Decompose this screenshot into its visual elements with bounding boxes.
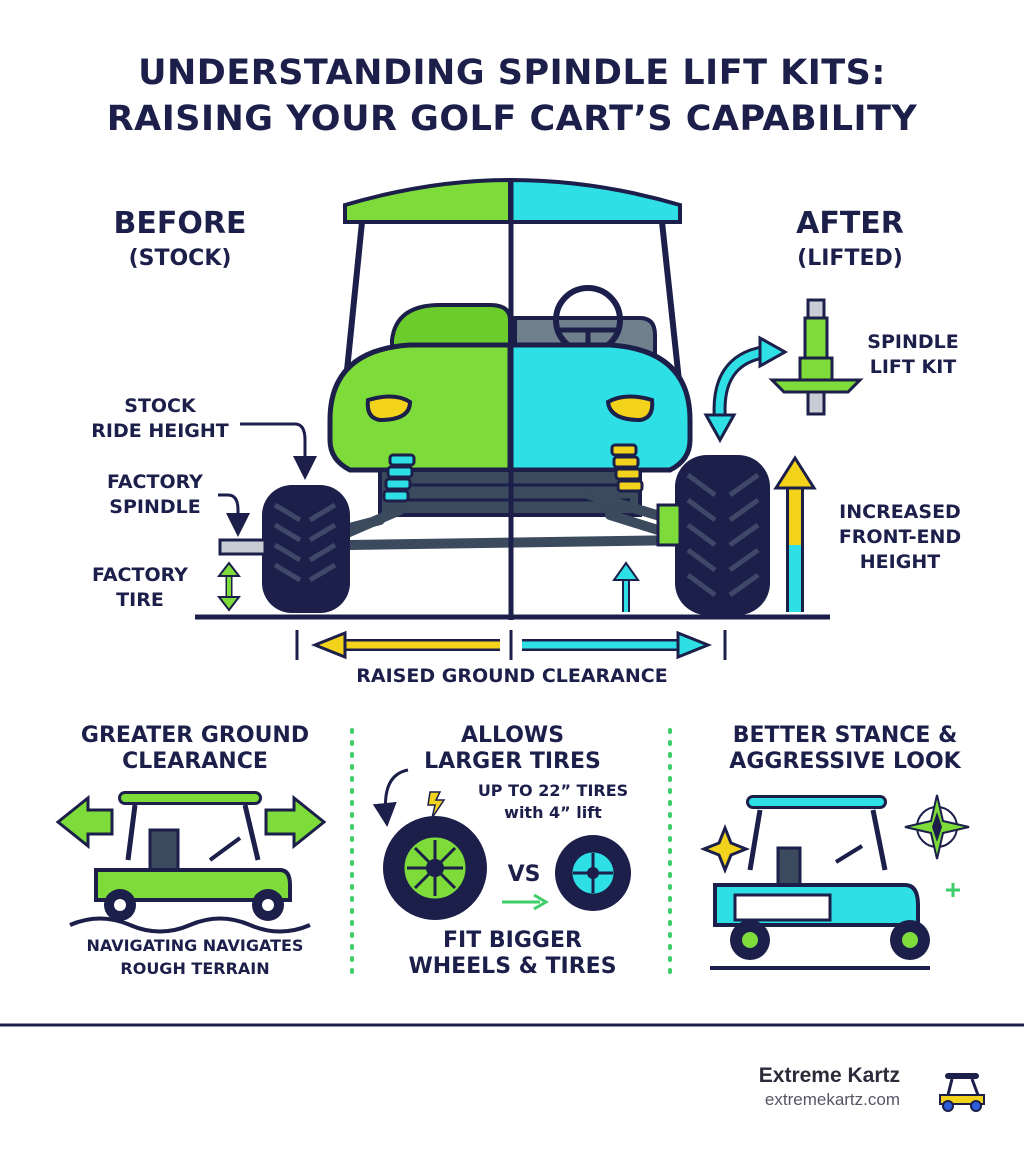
small-tire-icon (555, 835, 631, 911)
factory-spindle-label-1: FACTORY (107, 471, 203, 493)
increased-height-label-1: INCREASED (839, 501, 961, 523)
green-right-arrow-icon (502, 893, 549, 911)
page-title-line-1: UNDERSTANDING SPINDLE LIFT KITS: (138, 53, 886, 93)
spindle-lift-kit-label-2: LIFT KIT (869, 356, 957, 378)
page-title-line-2: RAISING YOUR GOLF CART’S CAPABILITY (106, 99, 918, 139)
factory-tire-height-arrow (216, 561, 242, 612)
after-subheading: (LIFTED) (797, 246, 903, 271)
left-arrow-icon (55, 794, 114, 850)
after-heading: AFTER (796, 206, 904, 241)
vs-label: VS (507, 862, 541, 887)
before-heading: BEFORE (113, 206, 247, 241)
stock-ride-height-label-2: RIDE HEIGHT (91, 420, 229, 442)
plus-icon (946, 883, 960, 897)
yellow-bolt-icon (427, 791, 446, 819)
benefit-1-caption-line-1: NAVIGATING NAVIGATES (86, 936, 304, 955)
cyan-cart-icon (710, 795, 930, 970)
before-subheading: (STOCK) (128, 246, 232, 271)
hero-cart (218, 177, 770, 615)
green-cart-icon (69, 791, 311, 934)
benefit-1-title-line-2: CLEARANCE (122, 749, 268, 774)
clearance-up-arrow (612, 561, 640, 612)
factory-tire-label-2: TIRE (116, 589, 164, 611)
stock-ride-height-label-1: STOCK (124, 395, 196, 417)
increased-height-arrow (773, 455, 817, 612)
benefit-2-title-line-1: ALLOWS (460, 723, 565, 748)
benefit-1-title-line-1: GREATER GROUND (80, 723, 310, 748)
footer-url[interactable]: extremekartz.com (764, 1090, 900, 1109)
factory-tire-label-1: FACTORY (92, 564, 188, 586)
larger-tires-pointer (372, 768, 409, 827)
benefit-2-note-line-1: UP TO 22” TIRES (477, 781, 629, 800)
increased-height-label-2: FRONT-END (838, 526, 962, 548)
spindle-lift-kit-icon (768, 298, 864, 416)
benefit-2-caption-line-2: WHEELS & TIRES (408, 954, 617, 979)
footer-brand: Extreme Kartz (758, 1064, 900, 1087)
benefit-2-caption-line-1: FIT BIGGER (443, 928, 582, 953)
compass-star-icon (904, 794, 970, 860)
sparkle-icon (699, 823, 751, 875)
right-arrow-icon (264, 794, 327, 850)
factory-spindle-label-2: SPINDLE (109, 496, 201, 518)
extreme-kartz-logo (939, 1073, 985, 1112)
benefit-3-title-line-2: AGGRESSIVE LOOK (729, 749, 961, 774)
page-title: UNDERSTANDING SPINDLE LIFT KITS: RAISING… (0, 50, 1024, 142)
raised-clearance-label: RAISED GROUND CLEARANCE (356, 665, 668, 687)
increased-height-label-3: HEIGHT (859, 551, 941, 573)
large-tire-icon (383, 816, 487, 920)
spindle-lift-kit-label-1: SPINDLE (867, 331, 959, 353)
benefit-2-note-line-2: with 4” lift (504, 803, 602, 822)
factory-spindle-pointer (218, 493, 250, 537)
stock-ride-height-pointer (240, 422, 317, 480)
benefit-2-title-line-2: LARGER TIRES (424, 749, 601, 774)
raised-clearance-arrows (295, 630, 727, 660)
benefit-3-title-line-1: BETTER STANCE & (732, 723, 958, 748)
benefit-1-caption-line-2: ROUGH TERRAIN (120, 959, 270, 978)
install-curved-arrow (703, 335, 789, 444)
